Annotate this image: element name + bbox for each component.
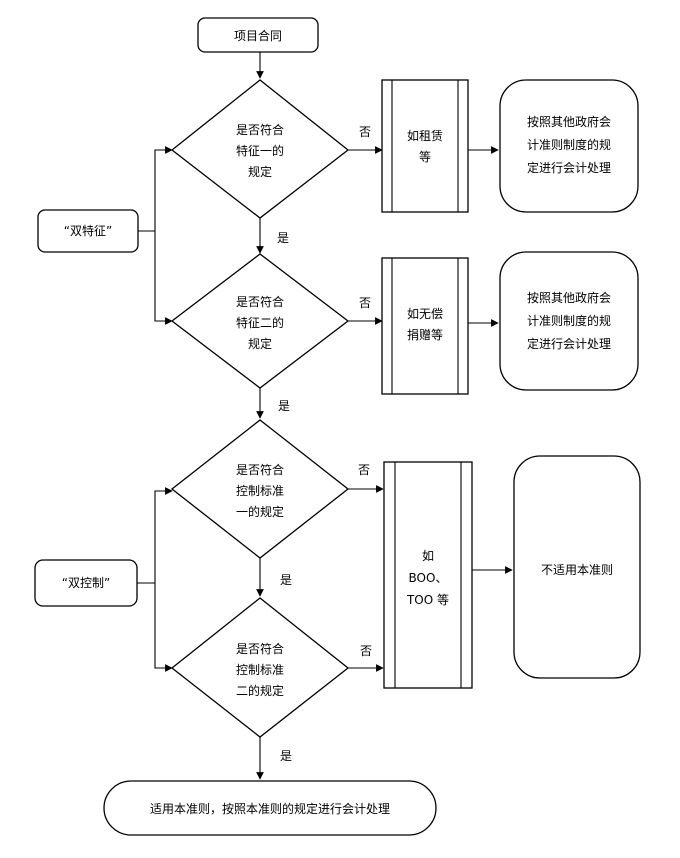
outcome-2-line-1: 按照其他政府会	[527, 290, 611, 305]
label-d4-yes: 是	[280, 749, 292, 763]
arrow-control-to-d4	[154, 583, 173, 672]
outcome-other-standards-1: 按照其他政府会 计准则制度的规 定进行会计处理	[499, 79, 639, 213]
process-boo-too-line-3: TOO 等	[406, 593, 449, 607]
decision-feature-one-line-1: 是否符合	[236, 122, 284, 137]
start-node: 项目合同	[197, 17, 319, 53]
end-node-label: 适用本准则，按照本准则的规定进行会计处理	[150, 801, 390, 816]
decision-feature-one: 是否符合 特征一的 规定	[170, 79, 350, 219]
process-boo-too-line-2: BOO、	[409, 571, 448, 585]
outcome-3-label: 不适用本准则	[541, 563, 613, 577]
control-group-label: “双控制”	[62, 576, 110, 590]
decision-control-one: 是否符合 控制标准 一的规定	[170, 419, 350, 559]
outcome-other-standards-2: 按照其他政府会 计准则制度的规 定进行会计处理	[499, 251, 639, 391]
decision-control-two-line-1: 是否符合	[236, 641, 284, 656]
decision-control-two: 是否符合 控制标准 二的规定	[170, 597, 350, 738]
decision-feature-two-line-2: 特征二的	[236, 315, 284, 330]
decision-control-one-line-2: 控制标准	[236, 484, 284, 498]
decision-control-two-line-3: 二的规定	[236, 683, 284, 698]
label-d3-no: 否	[358, 463, 370, 477]
label-d2-yes: 是	[278, 399, 290, 413]
process-lease-line-2: 等	[419, 150, 431, 164]
feature-group-label: “双特征”	[64, 223, 112, 238]
arrow-feature-to-d1	[138, 146, 173, 232]
outcome-1-line-1: 按照其他政府会	[527, 114, 611, 129]
arrow-feature-to-d2	[154, 231, 173, 325]
label-d4-no: 否	[360, 644, 372, 658]
decision-feature-two-line-1: 是否符合	[236, 294, 284, 309]
decision-feature-one-line-3: 规定	[248, 164, 272, 179]
decision-control-one-line-3: 一的规定	[236, 504, 284, 519]
label-d3-yes: 是	[280, 573, 292, 587]
outcome-1-line-2: 计准则制度的规	[527, 137, 611, 152]
decision-control-two-line-2: 控制标准	[236, 663, 284, 677]
decision-feature-two: 是否符合 特征二的 规定	[170, 253, 350, 389]
process-donation-line-1: 如无偿	[407, 306, 443, 321]
end-node: 适用本准则，按照本准则的规定进行会计处理	[103, 780, 437, 836]
process-donation: 如无偿 捐赠等	[381, 257, 469, 395]
start-node-label: 项目合同	[234, 28, 282, 43]
process-boo-too: 如 BOO、 TOO 等	[383, 461, 473, 689]
outcome-1-line-3: 定进行会计处理	[527, 160, 611, 175]
decision-control-one-line-1: 是否符合	[236, 462, 284, 477]
process-lease: 如租赁 等	[381, 79, 469, 213]
outcome-2-line-2: 计准则制度的规	[527, 313, 611, 328]
decision-feature-one-line-2: 特征一的	[236, 143, 284, 158]
label-d1-yes: 是	[277, 231, 289, 245]
process-lease-line-1: 如租赁	[407, 128, 443, 143]
process-donation-line-2: 捐赠等	[407, 328, 443, 342]
control-group-node: “双控制”	[34, 559, 138, 607]
outcome-2-line-3: 定进行会计处理	[527, 336, 611, 351]
label-d1-no: 否	[359, 125, 371, 139]
arrow-control-to-d3	[137, 487, 173, 584]
feature-group-node: “双特征”	[37, 209, 139, 253]
process-boo-too-line-1: 如	[422, 548, 434, 563]
decision-feature-two-line-3: 规定	[248, 336, 272, 351]
outcome-not-applicable: 不适用本准则	[513, 455, 641, 679]
label-d2-no: 否	[359, 296, 371, 310]
